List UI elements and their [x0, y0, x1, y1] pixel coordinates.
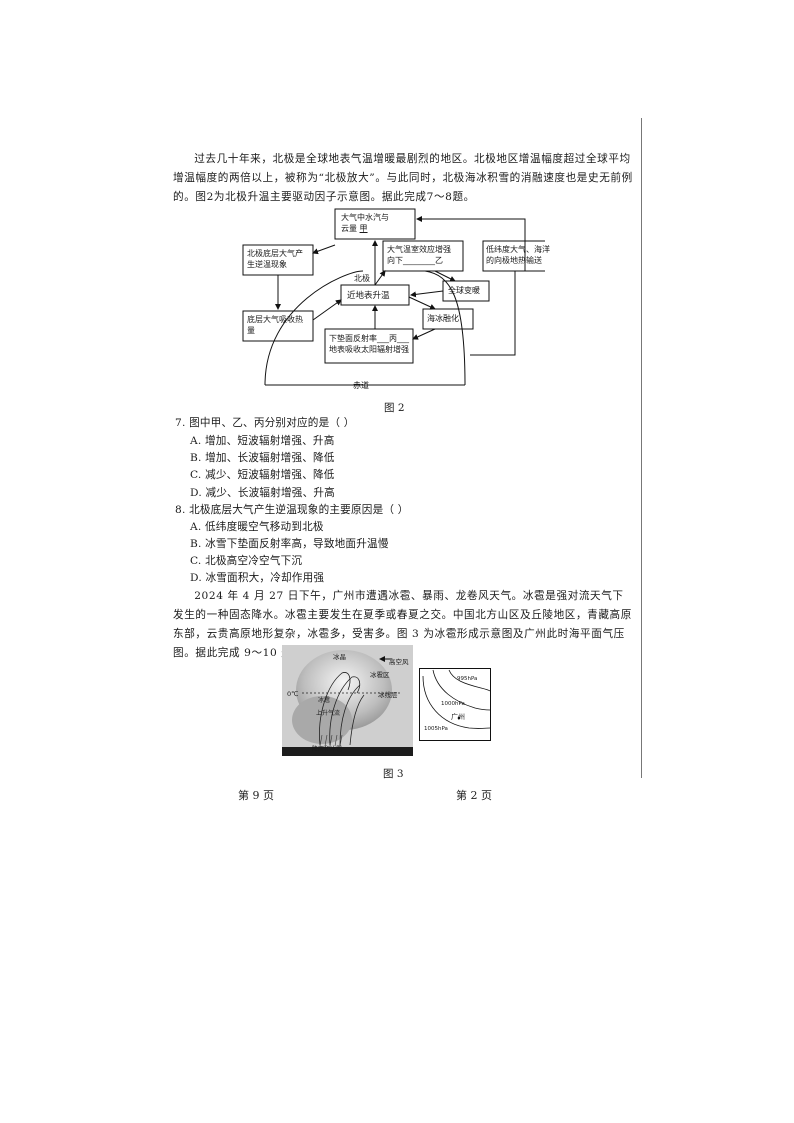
box-absorb [242, 310, 314, 342]
isobar-1005-label: 1005hPa [424, 726, 448, 732]
figure-2-diagram [242, 208, 545, 386]
fig2-beiji-label: 北极 [354, 274, 370, 283]
fig2-inversion-line2: 生逆温现象 [247, 260, 287, 269]
fig2-blank-jia: 甲 [359, 224, 368, 233]
q7-option-c: C. 减少、短波辐射增强、降低 [190, 469, 335, 481]
page-edge-line [641, 118, 642, 778]
fig2-absorb-label: 底层大气吸收热 量 [247, 314, 303, 336]
fig2-surface-label: 下垫面反射率___丙___ 地表吸收太阳辐射增强 [329, 334, 409, 354]
fig3-upper-wind-label: 高空风 [389, 658, 409, 666]
fig2-equator-label: 赤道 [353, 381, 369, 390]
fig2-global-label: 全球变暖 [448, 286, 480, 295]
fig2-blank-yi: 乙 [435, 256, 443, 265]
fig2-inversion-line1: 北极底层大气产 [247, 249, 303, 258]
fig2-surface-line1: 下垫面反射率 [329, 334, 377, 343]
fig2-caption: 图 2 [384, 402, 405, 414]
fig2-absorb-line1: 底层大气吸收热 [247, 315, 303, 324]
footer-left: 第 9 页 [238, 789, 274, 802]
q8-option-b: B. 冰雪下垫面反射率高，导致地面升温慢 [190, 538, 389, 550]
fig3-rain-label: 降雨和冰雹 [312, 746, 343, 753]
guangzhou-label: 广州 [451, 713, 465, 721]
fig3-ice-crystal-label: 冰晶 [333, 653, 346, 661]
fig3-hail-zone-label: 冰雹区 [370, 671, 390, 679]
box-seaice [422, 308, 474, 330]
isobar-1000-label: 1000hPa [441, 701, 465, 707]
fig3-updraft-label: 上升气流 [316, 710, 341, 717]
q8-stem: 8. 北极底层大气产生逆温现象的主要原因是（ ） [175, 504, 409, 516]
fig2-lowlat-line2: 的向极地热输送 [486, 256, 542, 265]
q8-option-d: D. 冰雪面积大，冷却作用强 [190, 572, 325, 584]
passage-2: 2024 年 4 月 27 日下午，广州市遭遇冰雹、暴雨、龙卷风天气。冰雹是强对… [173, 587, 633, 663]
footer-right: 第 2 页 [456, 789, 492, 802]
figure-3-pressure-map [419, 668, 491, 741]
fig2-greenhouse-line1: 大气温室效应增强 [387, 245, 451, 254]
fig2-absorb-line2: 量 [247, 326, 255, 335]
fig3-caption: 图 3 [383, 768, 404, 780]
fig3-zero-degree-label: 0℃ [287, 690, 299, 698]
fig2-lowlat-label: 低纬度大气、海洋 的向极地热输送 [486, 244, 550, 266]
fig2-inversion-label: 北极底层大气产 生逆温现象 [247, 248, 303, 270]
box-vapor [334, 208, 416, 240]
fig2-vapor-label: 大气中水汽与 云量 甲 [341, 212, 389, 234]
fig2-lowlat-line1: 低纬度大气、海洋 [486, 245, 550, 254]
fig2-greenhouse-label: 大气温室效应增强 向下________乙 [387, 245, 451, 265]
figure-3-hail-diagram [282, 645, 413, 756]
fig2-seaice-label: 海冰融化 [427, 314, 459, 323]
q7-stem: 7. 图中甲、乙、丙分别对应的是（ ） [175, 417, 355, 429]
fig3-ice-line-label: 冰线层 [378, 691, 398, 699]
q7-option-b: B. 增加、长波辐射增强、降低 [190, 452, 335, 464]
fig3-hail-label: 冰雹 [318, 697, 331, 704]
fig2-surface-line2: 地表吸收太阳辐射增强 [329, 345, 409, 354]
passage-2-text: 2024 年 4 月 27 日下午，广州市遭遇冰雹、暴雨、龙卷风天气。冰雹是强对… [173, 590, 632, 659]
q8-option-a: A. 低纬度暖空气移动到北极 [190, 521, 324, 533]
q7-option-d: D. 减少、长波辐射增强、升高 [190, 487, 335, 499]
q7-option-a: A. 增加、短波辐射增强、升高 [190, 435, 335, 447]
box-lowlat [482, 240, 545, 272]
fig2-vapor-line2: 云量 [341, 224, 357, 233]
polar-arc [264, 270, 466, 386]
box-greenhouse [382, 240, 464, 272]
isobar-995-label: 995hPa [457, 676, 478, 682]
passage-1: 过去几十年来，北极是全球地表气温增暖最剧烈的地区。北极地区增温幅度超过全球平均增… [173, 150, 633, 207]
fig2-vapor-line1: 大气中水汽与 [341, 213, 389, 222]
fig2-greenhouse-line2: 向下 [387, 256, 403, 265]
q8-option-c: C. 北极高空冷空气下沉 [190, 555, 303, 567]
fig2-blank-bing: 丙 [389, 334, 397, 343]
hail-cloud-graphic [282, 645, 413, 756]
fig2-warming-label: 近地表升温 [347, 291, 390, 301]
box-surface [324, 328, 414, 364]
passage-1-text: 过去几十年来，北极是全球地表气温增暖最剧烈的地区。北极地区增温幅度超过全球平均增… [173, 153, 633, 203]
